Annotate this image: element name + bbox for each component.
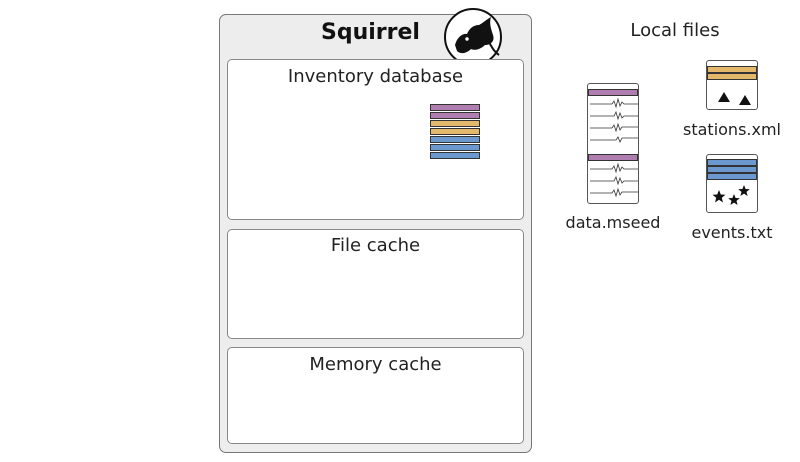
- local-files-heading: Local files: [630, 20, 720, 41]
- data-mseed-file-icon[interactable]: [587, 83, 639, 204]
- squirrel-title: Squirrel: [321, 20, 420, 45]
- inventory-strip-waveform: [430, 104, 480, 111]
- star-icon: [712, 185, 750, 205]
- stations-xml-file-icon[interactable]: [706, 60, 758, 110]
- inventory-strip-event: [430, 136, 480, 143]
- inventory-strip-event: [430, 144, 480, 151]
- file-cache-panel: [227, 229, 524, 339]
- memory-cache-label: Memory cache: [309, 354, 442, 375]
- waveform-icon: [590, 162, 638, 198]
- file-cache-label: File cache: [330, 235, 421, 256]
- inventory-stack: [430, 104, 480, 160]
- memory-cache-panel: [227, 347, 524, 444]
- inventory-database-label: Inventory database: [287, 66, 464, 87]
- inventory-strip-event: [430, 152, 480, 159]
- waveform-icon: [590, 97, 638, 143]
- inventory-strip-station: [430, 128, 480, 135]
- data-mseed-label: data.mseed: [565, 213, 661, 232]
- triangle-icon: [718, 92, 751, 105]
- inventory-strip-waveform: [430, 112, 480, 119]
- inventory-strip-station: [430, 120, 480, 127]
- events-txt-file-icon[interactable]: [706, 154, 758, 213]
- events-txt-label: events.txt: [691, 223, 773, 242]
- squirrel-logo-icon: [444, 8, 502, 66]
- stations-xml-label: stations.xml: [683, 120, 781, 139]
